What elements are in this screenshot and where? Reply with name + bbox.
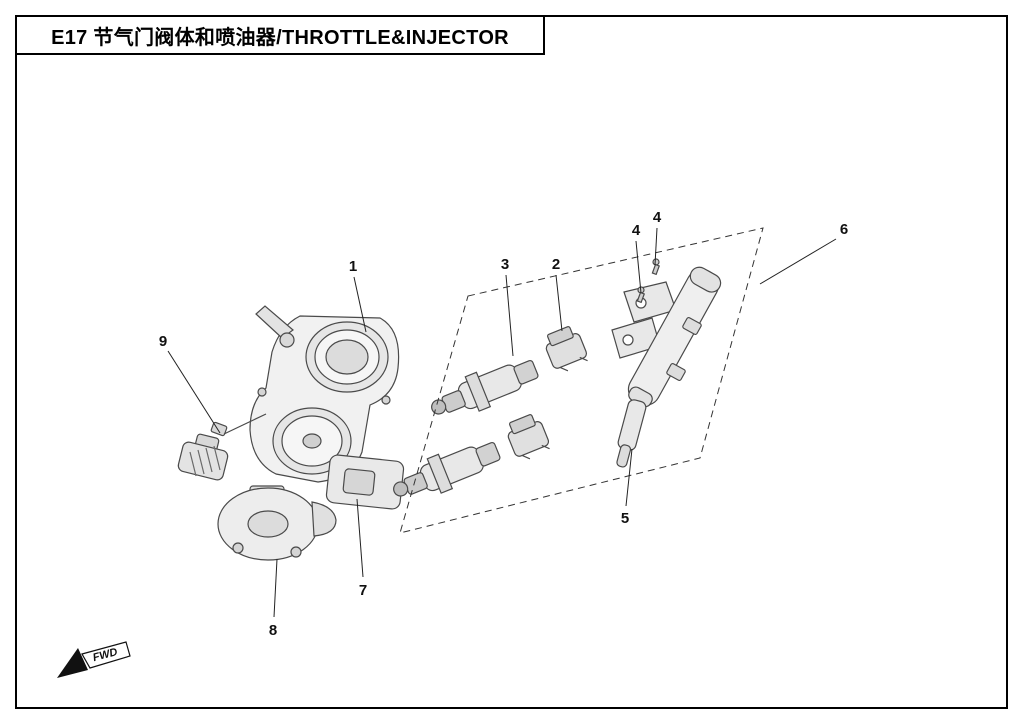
part-callout-5: 5: [621, 510, 629, 527]
fwd-arrow: FWD: [57, 641, 131, 678]
part-callout-1: 1: [349, 258, 357, 275]
leader-line-3: [505, 274, 514, 357]
part-callout-9: 9: [159, 333, 167, 350]
part-callout-4: 4: [632, 222, 641, 239]
injector-upper: [431, 359, 539, 415]
leader-line-1: [353, 276, 367, 333]
fwd-arrow-shaft: [81, 641, 131, 669]
injector-lower: [393, 441, 501, 497]
rail-outlet-tube: [616, 399, 647, 468]
leader-line-2: [555, 274, 563, 332]
fwd-arrow-head: [57, 648, 88, 678]
connector-lower: [507, 414, 550, 460]
group-outline-dashed: [399, 227, 764, 534]
callout-layer: 1 9 3 2 44 6 5 7 8: [159, 209, 848, 639]
leader-line-7: [356, 498, 364, 578]
fwd-label: FWD: [92, 646, 119, 664]
title-box: E17 节气门阀体和喷油器/THROTTLE&INJECTOR: [15, 15, 545, 55]
part-callout-8: 8: [269, 622, 277, 639]
part-callout-2: 2: [552, 256, 560, 273]
leader-line-4: [635, 240, 642, 294]
page-title: E17 节气门阀体和喷油器/THROTTLE&INJECTOR: [51, 26, 509, 49]
sensor-housing: [325, 454, 405, 510]
leader-line-9: [167, 350, 221, 434]
throttle-body: [249, 305, 400, 483]
leader-line-4: [654, 227, 658, 266]
rail-bracket: [611, 281, 677, 359]
part-callout-6: 6: [840, 221, 848, 238]
leader-line-8: [273, 558, 278, 618]
bottom-flange: [217, 485, 337, 561]
part-callout-4: 4: [653, 209, 662, 226]
leader-line-6: [759, 238, 837, 285]
leader-line-5: [625, 448, 633, 507]
part-callout-3: 3: [501, 256, 509, 273]
part-callout-7: 7: [359, 582, 367, 599]
connector-upper: [545, 326, 588, 372]
fuel-rail: [627, 266, 722, 408]
